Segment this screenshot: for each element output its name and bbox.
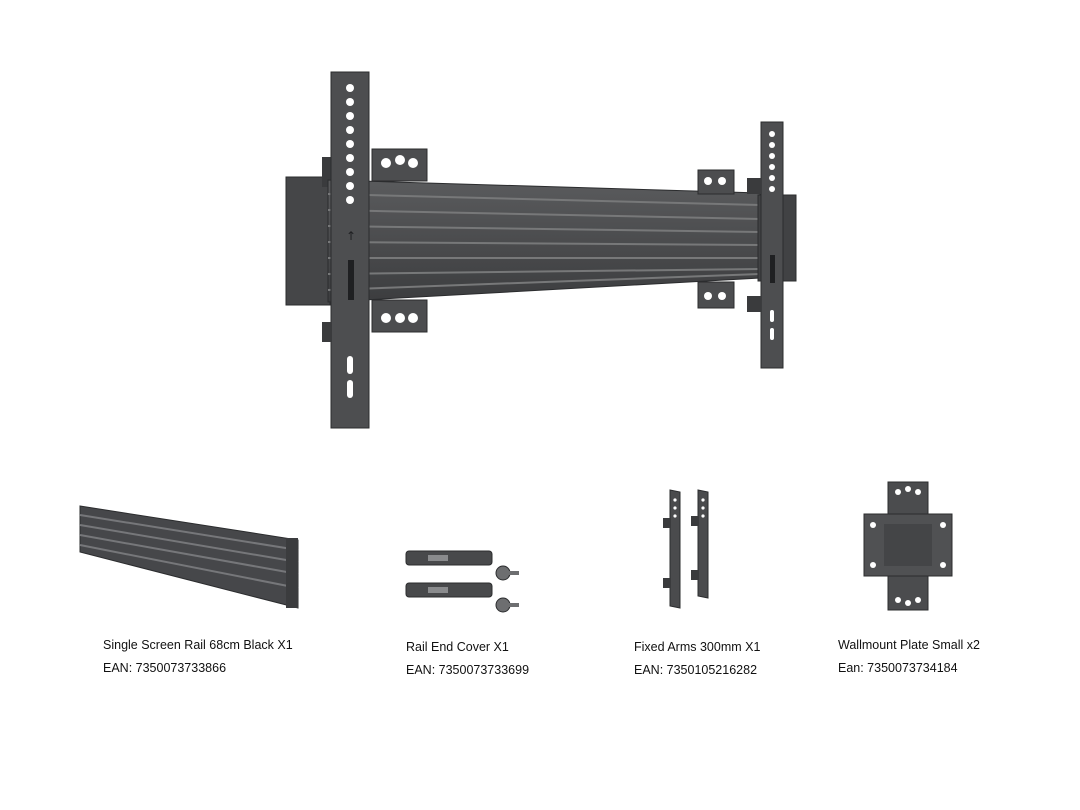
end-cover-image [405, 550, 519, 613]
product-name: Rail End Cover X1 [406, 640, 509, 654]
product-caption-wallmount-plate: Wallmount Plate Small x2 Ean: 7350073734… [838, 637, 980, 683]
product-name: Wallmount Plate Small x2 [838, 638, 980, 652]
wallmount-plate-image [863, 481, 953, 611]
rail-image [79, 505, 299, 609]
product-caption-end-cover: Rail End Cover X1 EAN: 7350073733699 [406, 639, 529, 685]
product-ean: EAN: 7350105216282 [634, 663, 758, 677]
product-name: Fixed Arms 300mm X1 [634, 640, 761, 654]
fixed-arms-image [663, 489, 709, 609]
product-name: Single Screen Rail 68cm Black X1 [103, 638, 293, 652]
product-ean: Ean: 7350073734184 [838, 661, 958, 675]
product-caption-fixed-arms: Fixed Arms 300mm X1 EAN: 7350105216282 [634, 639, 760, 685]
product-ean: EAN: 7350073733866 [103, 661, 227, 675]
product-ean: EAN: 7350073733699 [406, 663, 530, 677]
product-caption-rail: Single Screen Rail 68cm Black X1 EAN: 73… [103, 637, 293, 683]
assembled-mount-image: ↑ [285, 71, 797, 429]
svg-text:↑: ↑ [346, 229, 356, 243]
